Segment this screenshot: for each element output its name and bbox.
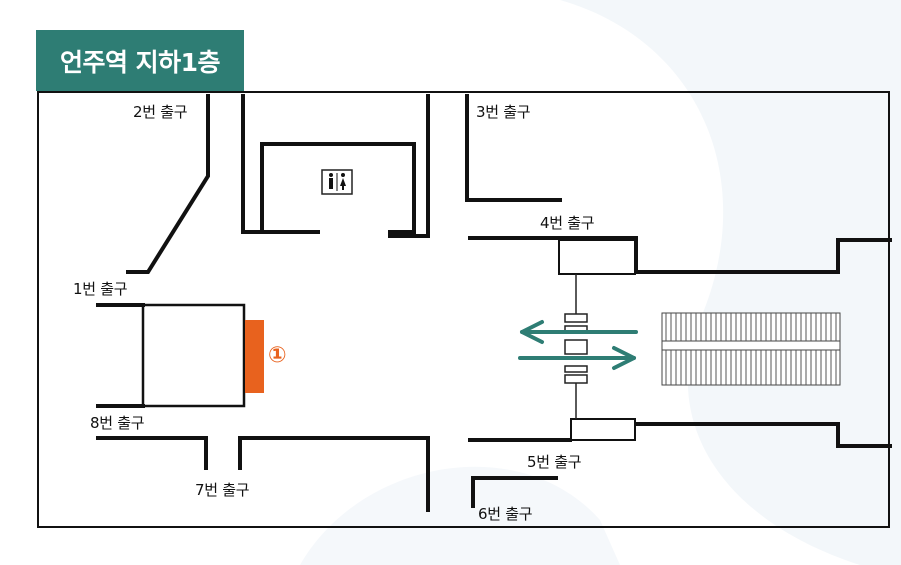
exit-6-label: 6번 출구 [478, 505, 533, 523]
exit-1-label: 1번 출구 [73, 280, 128, 298]
wall-exit4 [468, 236, 892, 274]
wall-exit2 [126, 94, 210, 274]
gate-box-bottom [570, 418, 636, 441]
location-marker-number: ① [268, 343, 287, 368]
exit-5-label: 5번 출구 [527, 453, 582, 471]
wall-restroom-left [241, 94, 320, 234]
wall-restroom-inner [260, 142, 416, 234]
wall-exit3 [465, 94, 562, 202]
map-frame [37, 91, 890, 528]
exit-3-label: 3번 출구 [476, 103, 531, 121]
location-marker-bar [245, 320, 264, 393]
turnstile [564, 339, 588, 355]
restroom-icon [321, 169, 353, 195]
turnstile [564, 313, 588, 323]
exit-2-label: 2번 출구 [133, 103, 188, 121]
stair-steps [665, 313, 837, 385]
exit-4-label: 4번 출구 [540, 214, 595, 232]
arrow-left-icon [520, 320, 638, 344]
floor-title: 언주역 지하1층 [36, 30, 244, 91]
wall-exit7-left [96, 436, 208, 470]
gate-box-top [558, 239, 636, 275]
wall-exit5-right [634, 422, 892, 448]
gate-block [141, 303, 246, 408]
wall-exit6 [471, 476, 558, 508]
arrow-right-icon [518, 346, 636, 370]
turnstile [564, 365, 588, 373]
exit-7-label: 7번 출구 [195, 481, 250, 499]
turnstile [564, 374, 588, 384]
wall-restroom-right [388, 94, 430, 238]
wall-exit7-right [238, 436, 430, 512]
exit-8-label: 8번 출구 [90, 414, 145, 432]
